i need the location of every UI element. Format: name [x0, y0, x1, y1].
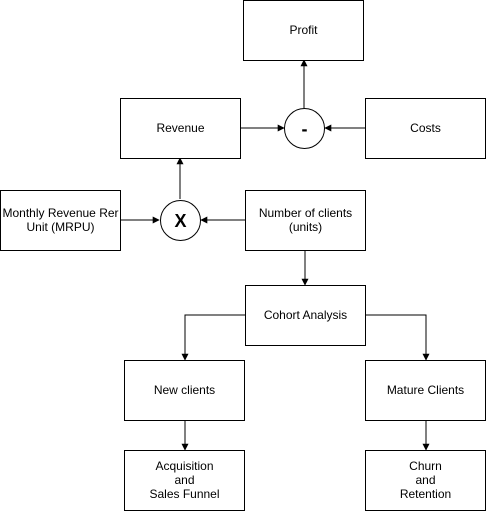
node-cohort: Cohort Analysis [245, 285, 366, 346]
edge-cohort-to-new-clients [181, 314, 246, 361]
node-churn: Churn and Retention [365, 450, 486, 511]
node-costs: Costs [365, 98, 486, 159]
node-cohort-label: Cohort Analysis [264, 308, 347, 322]
operator-times-symbol: X [174, 211, 186, 231]
node-revenue-label: Revenue [156, 121, 204, 135]
node-acquisition: Acquisition and Sales Funnel [124, 450, 245, 511]
node-acquisition-label-line-1: Acquisition [155, 459, 213, 473]
node-clients: Number of clients (units) [245, 190, 366, 251]
operator-times: X [160, 200, 201, 241]
edges [120, 59, 430, 451]
node-new-clients-label: New clients [154, 383, 215, 397]
node-mrpu-label-line-2: Unit (MRPU) [27, 220, 95, 234]
node-churn-label-line-2: and [415, 473, 435, 487]
node-profit: Profit [243, 0, 364, 61]
node-mrpu-label-line-1: Monthly Revenue Rer [2, 206, 118, 220]
node-acquisition-label-line-3: Sales Funnel [149, 487, 219, 501]
node-clients-label-line-1: Number of clients [259, 206, 352, 220]
node-clients-label-line-2: (units) [289, 220, 322, 234]
edge-cohort-to-mature-clients [365, 314, 430, 361]
node-mrpu: Monthly Revenue Rer Unit (MRPU) [0, 190, 121, 251]
node-churn-label-line-1: Churn [409, 459, 442, 473]
operator-minus-symbol: - [302, 119, 308, 139]
node-mature-clients-label: Mature Clients [387, 383, 464, 397]
node-acquisition-label-line-2: and [174, 473, 194, 487]
node-revenue: Revenue [120, 98, 241, 159]
node-churn-label-line-3: Retention [400, 487, 451, 501]
node-profit-label: Profit [289, 23, 318, 37]
operator-minus: - [284, 108, 325, 149]
node-costs-label: Costs [410, 121, 441, 135]
node-mature-clients: Mature Clients [365, 360, 486, 421]
node-new-clients: New clients [124, 360, 245, 421]
